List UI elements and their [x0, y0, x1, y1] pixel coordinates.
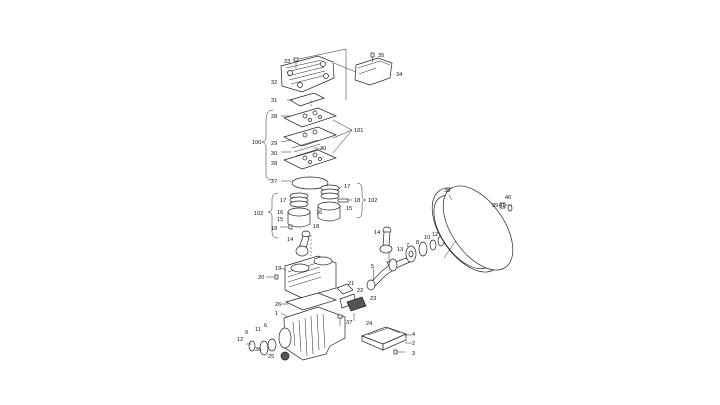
label-14-left: 14 — [287, 237, 293, 243]
label-34: 34 — [396, 72, 402, 78]
label-24: 24 — [366, 321, 372, 327]
valve-plate-lower — [283, 149, 337, 170]
label-41: 41 — [499, 203, 505, 209]
label-18-right: 18 — [354, 198, 360, 204]
oil-drain-plug — [280, 351, 290, 361]
label-39: 39 — [492, 203, 498, 209]
cylinder-block-part — [284, 255, 337, 299]
oil-sight-part — [361, 326, 407, 355]
label-15-right: 15 — [346, 206, 352, 212]
cover-bolt-part — [293, 57, 299, 69]
label-16-right: 16 — [316, 210, 322, 216]
label-23: 23 — [370, 296, 376, 302]
label-28-lower: 28 — [271, 161, 277, 167]
rod-screw-left — [280, 224, 293, 230]
flywheel-bolt-part — [499, 202, 513, 212]
label-11: 11 — [255, 327, 261, 333]
label-2: 2 — [412, 341, 415, 347]
piston-left — [287, 207, 311, 228]
label-17-right: 17 — [344, 184, 350, 190]
label-40: 40 — [505, 195, 511, 201]
piston-rings-left — [289, 192, 309, 208]
label-9: 9 — [245, 330, 248, 336]
label-18-left: 18 — [271, 226, 277, 232]
label-22: 22 — [357, 288, 363, 294]
label-102-left: 102 — [254, 211, 263, 217]
flywheel-part — [431, 185, 514, 273]
label-37: 37 — [346, 320, 352, 326]
label-20: 20 — [258, 275, 264, 281]
label-29: 29 — [271, 141, 277, 147]
bearing-part — [405, 245, 417, 263]
label-8: 8 — [416, 240, 419, 246]
label-28-upper: 28 — [271, 114, 277, 120]
label-10: 10 — [424, 235, 430, 241]
label-7: 7 — [406, 243, 409, 249]
label-12-left: 12 — [237, 337, 243, 343]
label-21: 21 — [348, 281, 354, 287]
label-16-left: 16 — [277, 210, 283, 216]
label-27: 27 — [271, 179, 277, 185]
seal-washer-part — [418, 235, 445, 257]
valve-plate-upper — [283, 107, 337, 128]
label-26: 26 — [275, 302, 281, 308]
connecting-rod-left — [295, 230, 311, 257]
label-30-right: 30 — [320, 146, 326, 152]
leader-lines — [261, 48, 453, 344]
head-cover-part — [280, 55, 335, 93]
filter-screw-part — [370, 52, 375, 62]
label-3: 3 — [412, 351, 415, 357]
connecting-rod-right — [379, 226, 393, 254]
label-18-center: 18 — [313, 224, 319, 230]
label-1: 1 — [275, 311, 278, 317]
label-12-right: 12 — [432, 232, 438, 238]
label-4: 4 — [412, 332, 415, 338]
front-bearing-parts — [246, 338, 277, 356]
label-5: 5 — [371, 264, 374, 270]
label-100: 100 — [252, 140, 261, 146]
piston-right — [317, 201, 341, 222]
label-17-left: 17 — [280, 198, 286, 204]
crankcase-part — [278, 306, 346, 361]
block-screw-part — [266, 274, 279, 280]
label-19: 19 — [275, 266, 281, 272]
label-38: 38 — [444, 188, 450, 194]
part-number-labels: 33 35 32 34 31 28 101 100 29 30 30 28 27… — [237, 53, 511, 360]
label-31: 31 — [271, 98, 277, 104]
base-gasket-part — [285, 292, 338, 311]
label-32: 32 — [271, 80, 277, 86]
label-6: 6 — [264, 323, 267, 329]
label-15-left: 15 — [277, 217, 283, 223]
label-13: 13 — [397, 247, 403, 253]
cylinder-gasket-part — [291, 176, 329, 190]
label-101: 101 — [354, 128, 363, 134]
valve-plate-middle — [283, 126, 337, 157]
label-102-right: 102 — [368, 198, 377, 204]
piston-pin-part — [337, 198, 349, 203]
filter-cover-part — [354, 57, 393, 86]
label-36: 36 — [255, 347, 261, 353]
head-gasket-part — [289, 92, 325, 107]
breather-part — [336, 283, 367, 326]
label-33: 33 — [284, 59, 290, 65]
label-25: 25 — [268, 354, 274, 360]
label-30-left: 30 — [271, 151, 277, 157]
label-14-right: 14 — [374, 230, 380, 236]
piston-rings-right — [320, 184, 340, 200]
label-35: 35 — [378, 53, 384, 59]
